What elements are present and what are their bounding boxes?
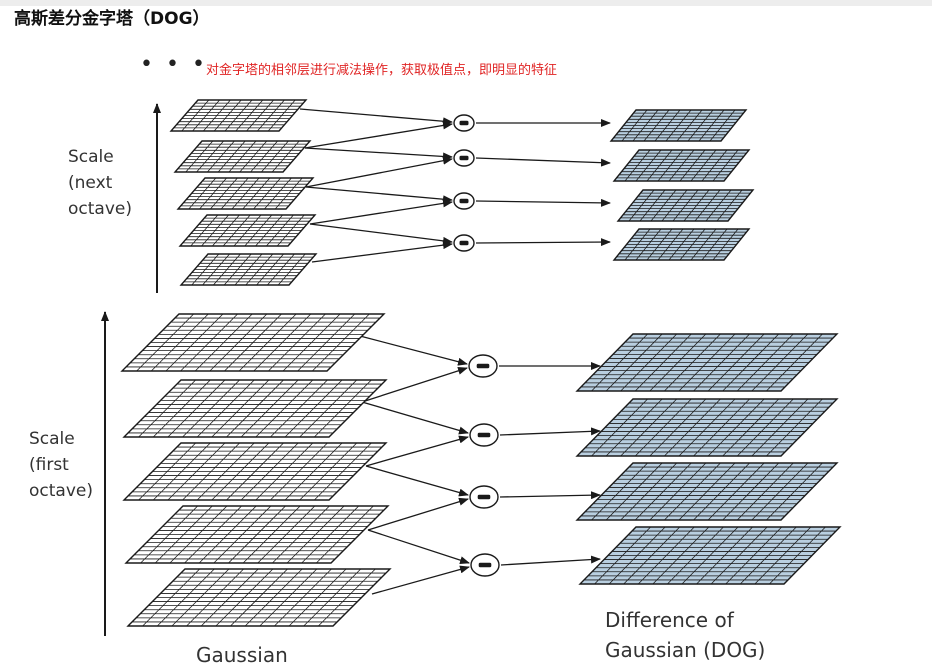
minus-op-first-4 xyxy=(470,553,500,577)
annotation-note: 对金字塔的相邻层进行减法操作，获取极值点，即明显的特征 xyxy=(206,63,558,78)
dog-plane-first-4 xyxy=(578,526,842,585)
arrow-next-out-2 xyxy=(475,157,611,167)
minus-op-next-2 xyxy=(453,149,475,167)
arrow-first-in-a-4 xyxy=(367,529,470,565)
arrow-next-out-3 xyxy=(475,198,611,207)
arrow-next-in-b-3 xyxy=(309,199,453,225)
gaussian-plane-first-4 xyxy=(124,505,390,564)
arrow-next-in-a-2 xyxy=(304,147,453,161)
minus-op-first-1 xyxy=(468,354,498,378)
minus-op-next-1 xyxy=(453,114,475,132)
dog-plane-next-2 xyxy=(612,149,751,182)
label-scale-first-1: Scale xyxy=(29,429,75,449)
minus-op-next-4 xyxy=(453,234,475,252)
arrow-first-in-b-1 xyxy=(361,366,468,403)
gaussian-plane-next-1 xyxy=(169,99,308,132)
arrow-first-in-b-4 xyxy=(371,565,470,595)
label-scale-next-1: Scale xyxy=(68,147,114,167)
arrow-first-in-a-3 xyxy=(365,465,469,497)
label-dog-2: Gaussian (DOG) xyxy=(605,638,765,662)
arrow-first-in-a-1 xyxy=(359,335,468,366)
ellipsis: • • • xyxy=(140,52,208,77)
arrow-next-in-a-1 xyxy=(299,108,453,126)
gaussian-plane-next-3 xyxy=(176,177,315,210)
arrow-next-in-b-2 xyxy=(305,156,453,188)
gaussian-plane-first-3 xyxy=(122,442,388,501)
arrow-next-in-a-3 xyxy=(305,186,453,204)
gaussian-plane-next-2 xyxy=(173,140,312,173)
label-scale-next-3: octave) xyxy=(68,199,132,219)
label-scale-first-3: octave) xyxy=(29,481,93,501)
arrow-next-out-4 xyxy=(475,238,611,247)
dog-plane-first-2 xyxy=(575,398,839,457)
arrow-next-in-b-1 xyxy=(304,121,453,149)
arrow-next-in-a-4 xyxy=(309,223,453,245)
gaussian-plane-first-1 xyxy=(120,313,386,372)
dog-plane-next-4 xyxy=(612,228,751,261)
arrow-first-out-3 xyxy=(499,491,601,500)
dog-plane-next-3 xyxy=(616,189,755,222)
page-title: 高斯差分金字塔（DOG） xyxy=(14,9,210,29)
minus-op-first-3 xyxy=(469,485,499,509)
window-top-strip xyxy=(0,0,932,6)
gaussian-plane-first-5 xyxy=(126,568,392,627)
label-scale-next-2: (next xyxy=(68,173,113,193)
arrow-next-in-b-4 xyxy=(311,241,453,263)
minus-op-next-3 xyxy=(453,192,475,210)
dog-plane-first-3 xyxy=(575,462,839,521)
arrow-first-out-2 xyxy=(499,427,601,436)
gaussian-plane-next-4 xyxy=(178,214,317,247)
gaussian-plane-first-2 xyxy=(122,379,388,438)
arrow-first-in-a-2 xyxy=(361,401,469,435)
arrow-first-in-b-2 xyxy=(365,435,469,467)
label-dog-1: Difference of xyxy=(605,608,735,632)
gaussian-plane-next-5 xyxy=(179,253,318,286)
label-gaussian: Gaussian xyxy=(196,643,288,664)
arrow-first-in-b-3 xyxy=(367,497,469,531)
minus-op-first-2 xyxy=(469,423,499,447)
dog-plane-first-1 xyxy=(575,333,839,392)
arrow-first-out-4 xyxy=(500,555,601,566)
label-scale-first-2: (first xyxy=(29,455,69,475)
dog-plane-next-1 xyxy=(609,109,748,142)
